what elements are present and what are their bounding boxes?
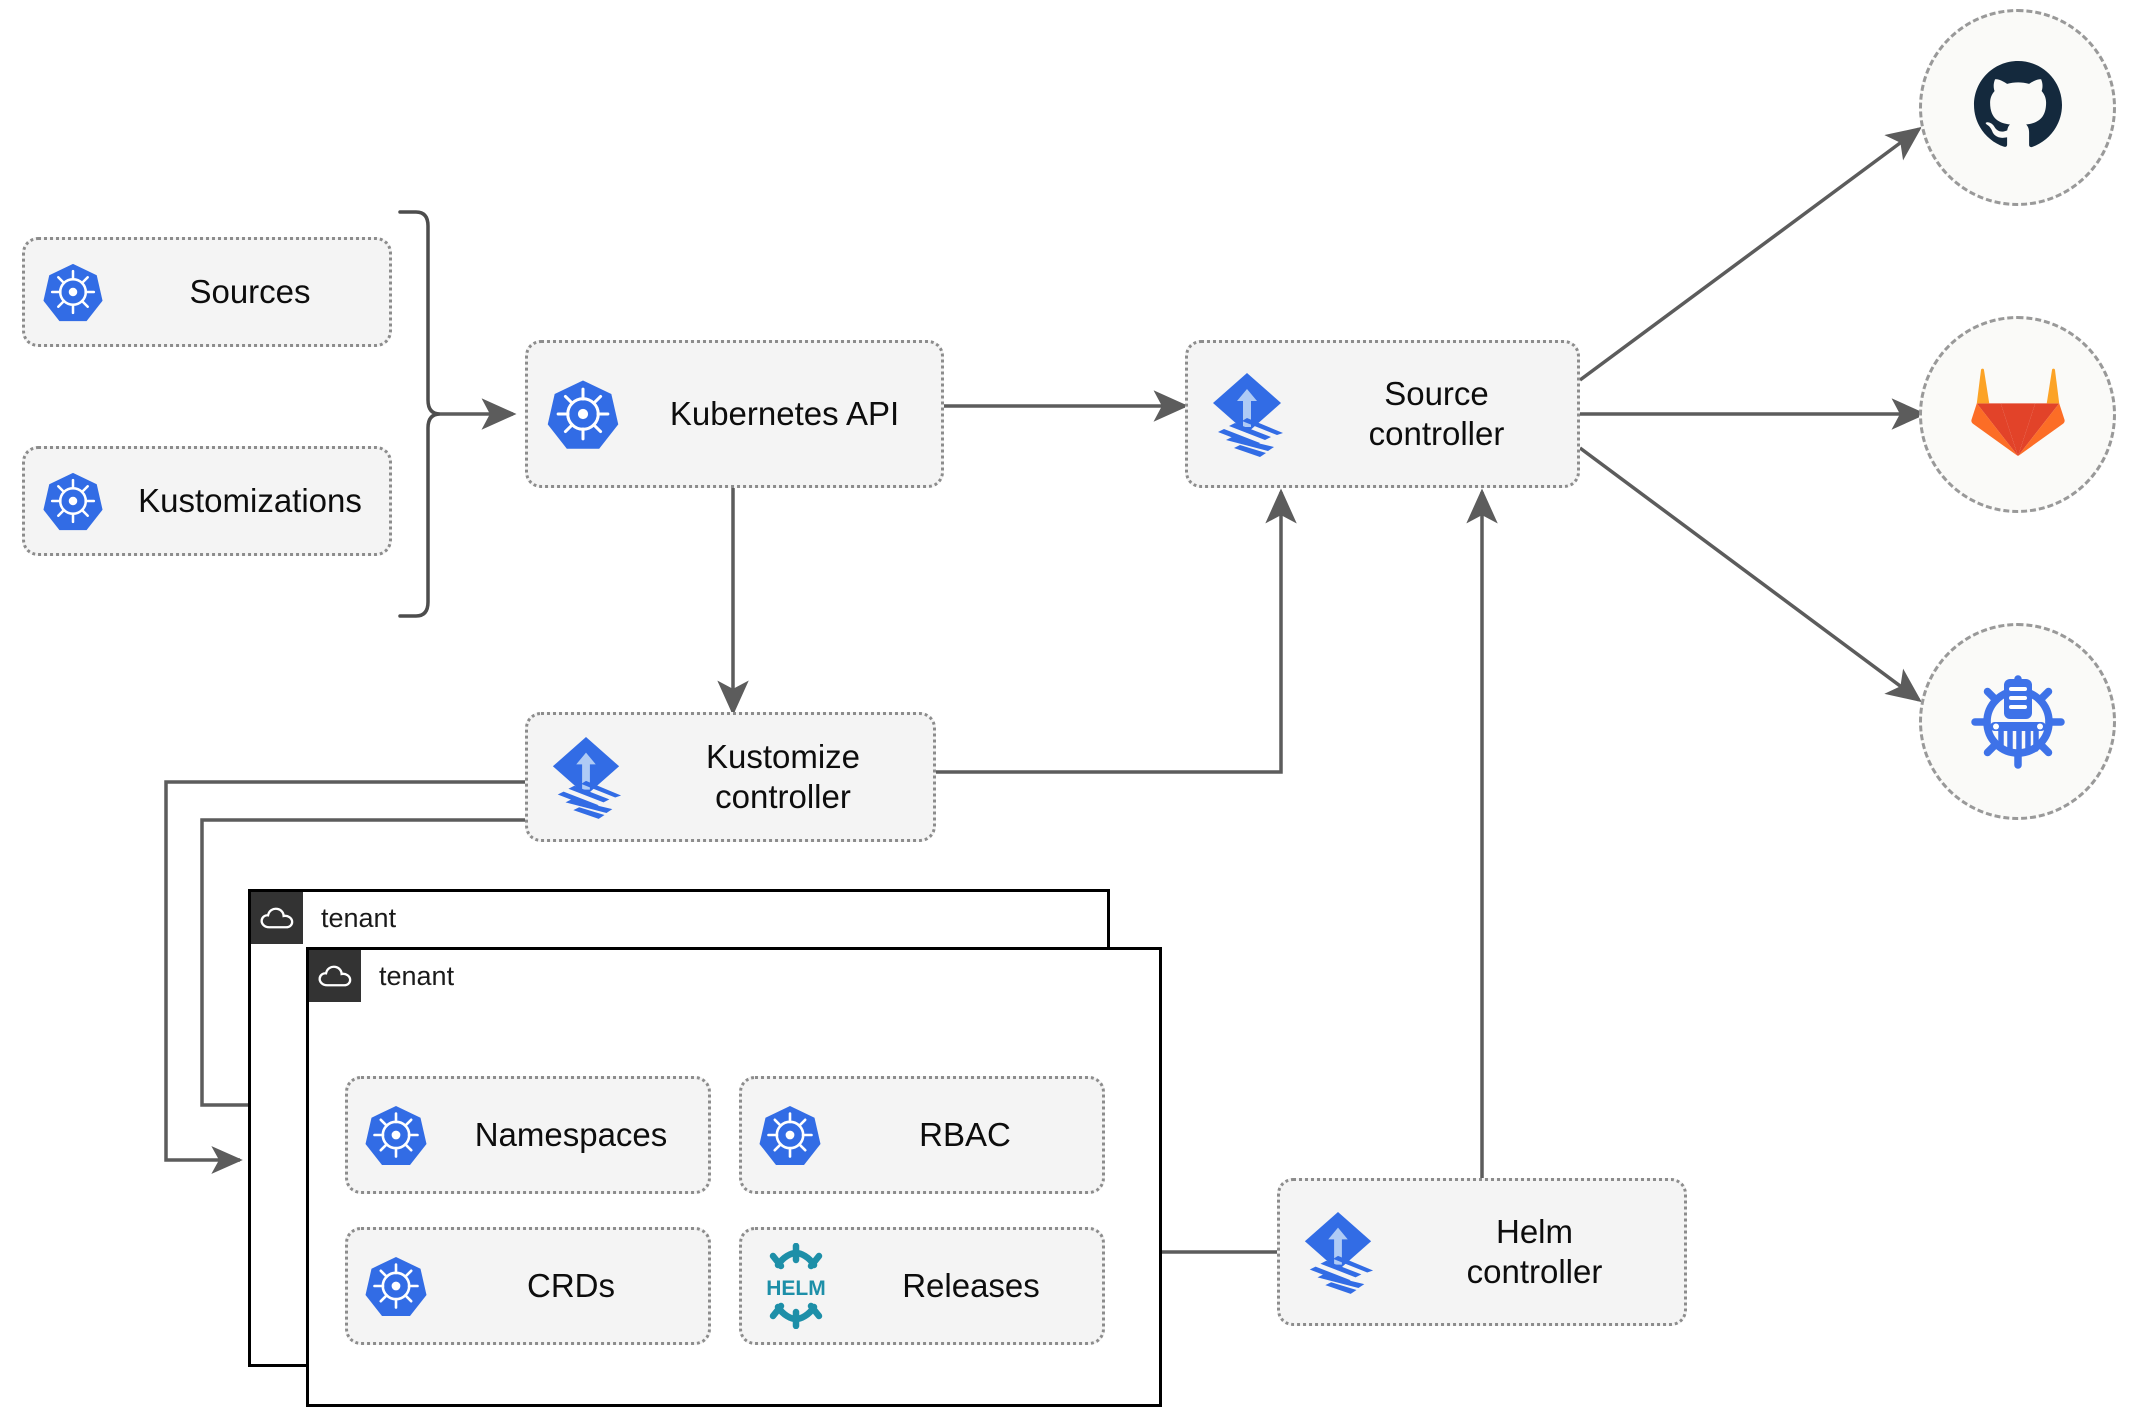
node-kubernetes-api-label: Kubernetes API — [669, 395, 900, 433]
node-helm-controller[interactable]: Helm controller — [1277, 1178, 1687, 1326]
node-releases[interactable]: HELM Releases — [739, 1227, 1105, 1345]
node-namespaces-label: Namespaces — [474, 1116, 668, 1154]
provider-gitlab[interactable] — [1919, 316, 2116, 513]
cloud-icon — [251, 892, 303, 944]
node-kubernetes-api[interactable]: Kubernetes API — [525, 340, 944, 488]
node-sources[interactable]: Sources — [22, 237, 392, 347]
kubernetes-icon — [348, 1254, 444, 1318]
node-crds[interactable]: CRDs — [345, 1227, 711, 1345]
node-namespaces[interactable]: Namespaces — [345, 1076, 711, 1194]
node-kustomizations-label: Kustomizations — [138, 482, 362, 520]
tenant-label: tenant — [321, 902, 397, 933]
tenant-container-2[interactable]: tenant — [306, 947, 1162, 1407]
node-rbac[interactable]: RBAC — [739, 1076, 1105, 1194]
wire-source-to-github — [1578, 126, 1922, 382]
flux-icon — [1188, 369, 1306, 459]
grouping-bracket — [398, 210, 441, 618]
tenant-header: tenant — [251, 892, 396, 944]
node-source-controller[interactable]: Source controller — [1185, 340, 1580, 488]
wire-kustomize-to-source-controller — [936, 488, 1297, 774]
flux-icon — [1280, 1208, 1395, 1296]
kubernetes-icon — [348, 1103, 444, 1167]
wire-source-to-helm-repository — [1578, 446, 1922, 703]
node-kustomizations[interactable]: Kustomizations — [22, 446, 392, 556]
kubernetes-icon — [25, 261, 121, 323]
node-rbac-label: RBAC — [919, 1116, 1011, 1154]
node-kustomize-controller-label: Kustomize controller — [705, 738, 861, 815]
node-kustomize-controller[interactable]: Kustomize controller — [525, 712, 936, 842]
svg-text:HELM: HELM — [766, 1277, 826, 1300]
kubernetes-icon — [25, 470, 121, 532]
gitlab-icon — [1970, 366, 2066, 463]
node-source-controller-label: Source controller — [1368, 375, 1505, 452]
node-sources-label: Sources — [189, 273, 311, 311]
node-crds-label: CRDs — [527, 1267, 615, 1305]
helm-icon: HELM — [742, 1243, 850, 1329]
github-icon — [1968, 55, 2068, 160]
provider-github[interactable] — [1919, 9, 2116, 206]
tenant-label: tenant — [379, 960, 455, 991]
flux-icon — [528, 733, 643, 821]
helm-repository-icon — [1966, 667, 2070, 776]
tenant-header: tenant — [309, 950, 454, 1002]
provider-helm-repository[interactable] — [1919, 623, 2116, 820]
node-helm-controller-label: Helm controller — [1466, 1213, 1603, 1290]
node-releases-label: Releases — [902, 1267, 1040, 1305]
kubernetes-icon — [528, 377, 638, 451]
kubernetes-icon — [742, 1103, 838, 1167]
cloud-icon — [309, 950, 361, 1002]
